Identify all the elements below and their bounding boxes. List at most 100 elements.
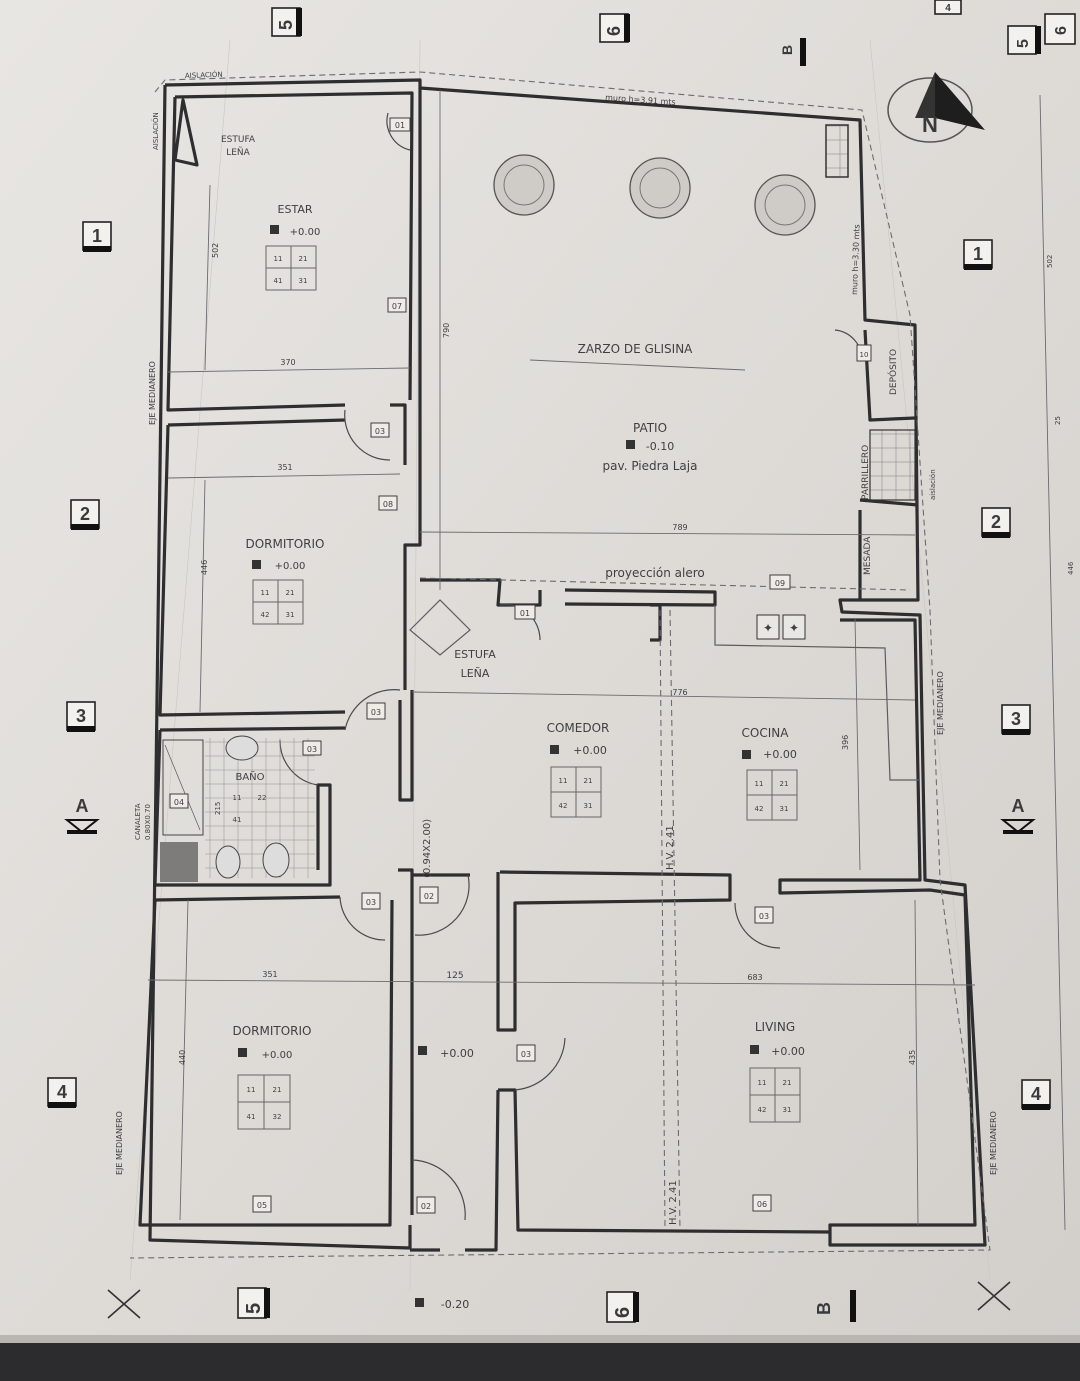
svg-text:41: 41 xyxy=(233,816,242,824)
room-dorm2-level: +0.00 xyxy=(262,1050,293,1061)
svg-text:6: 6 xyxy=(1053,26,1070,35)
svg-text:21: 21 xyxy=(286,589,295,597)
zarzo-label: ZARZO DE GLISINA xyxy=(578,342,694,356)
svg-text:4: 4 xyxy=(1031,1084,1041,1104)
svg-text:5: 5 xyxy=(1015,39,1032,48)
room-comedor-name: COMEDOR xyxy=(547,721,610,735)
svg-text:03: 03 xyxy=(375,427,385,436)
svg-text:11: 11 xyxy=(755,780,764,788)
deposito-label: DEPÓSITO xyxy=(887,349,899,395)
svg-text:11: 11 xyxy=(559,777,568,785)
svg-text:4: 4 xyxy=(57,1082,67,1102)
hv1-label: H.V. 2.41 xyxy=(665,825,676,870)
estufa-top-line1: ESTUFA xyxy=(221,135,256,145)
svg-text:A: A xyxy=(1012,796,1025,816)
room-dorm2-name: DORMITORIO xyxy=(232,1024,311,1038)
room-living-level: +0.00 xyxy=(771,1045,805,1058)
north-compass: N xyxy=(887,72,985,143)
walls xyxy=(138,78,987,1252)
svg-text:B: B xyxy=(814,1302,834,1315)
bottom-shadow xyxy=(0,1340,1080,1381)
svg-text:31: 31 xyxy=(584,802,593,810)
level-icon xyxy=(750,1045,759,1054)
svg-text:07: 07 xyxy=(392,302,402,311)
estufa-top-line2: LEÑA xyxy=(226,147,250,158)
svg-text:3: 3 xyxy=(1011,709,1021,729)
canaleta-label: CANALETA xyxy=(134,803,142,840)
svg-text:11: 11 xyxy=(233,794,242,802)
svg-text:215: 215 xyxy=(214,802,222,815)
svg-text:502: 502 xyxy=(211,243,220,258)
aislacion-right: aislación xyxy=(929,469,937,500)
svg-text:42: 42 xyxy=(559,802,568,810)
svg-text:42: 42 xyxy=(261,611,270,619)
svg-text:09: 09 xyxy=(775,579,785,588)
estufa-mid-line2: LEÑA xyxy=(461,667,490,680)
room-estar-name: ESTAR xyxy=(278,203,313,216)
svg-text:5: 5 xyxy=(243,1303,265,1314)
svg-text:08: 08 xyxy=(383,500,393,509)
svg-text:25: 25 xyxy=(1054,416,1062,425)
svg-text:21: 21 xyxy=(584,777,593,785)
comedor-tile-table: 11 21 42 31 xyxy=(550,766,602,818)
estar-tile-table: 11 21 41 31 xyxy=(265,245,317,291)
svg-text:31: 31 xyxy=(286,611,295,619)
svg-text:31: 31 xyxy=(299,277,308,285)
aislacion-top: AISLACIÓN xyxy=(185,70,223,80)
svg-text:683: 683 xyxy=(747,973,762,982)
svg-text:776: 776 xyxy=(672,688,687,697)
living-tile-table: 11 21 42 31 xyxy=(749,1067,801,1123)
svg-text:03: 03 xyxy=(366,898,376,907)
svg-text:502: 502 xyxy=(1046,255,1054,268)
kitchen-counter: ✦ ✦ xyxy=(714,605,920,781)
svg-text:06: 06 xyxy=(757,1200,767,1209)
svg-text:22: 22 xyxy=(258,794,267,802)
entrada-level: -0.20 xyxy=(441,1298,469,1311)
level-icon xyxy=(238,1048,247,1057)
svg-text:03: 03 xyxy=(307,745,317,754)
grill-block xyxy=(869,429,916,501)
svg-text:790: 790 xyxy=(442,323,451,338)
proyeccion-label: proyección alero xyxy=(605,566,705,580)
cocina-tile-table: 11 21 42 31 xyxy=(746,769,798,821)
svg-text:6: 6 xyxy=(612,1307,634,1318)
eje-left-top: EJE MEDIANERO xyxy=(148,361,157,425)
estufa-mid-line1: ESTUFA xyxy=(454,648,496,661)
svg-text:03: 03 xyxy=(759,912,769,921)
svg-text:5: 5 xyxy=(276,20,296,30)
svg-text:2: 2 xyxy=(80,504,90,524)
room-patio-name: PATIO xyxy=(633,421,667,435)
svg-text:4: 4 xyxy=(945,3,951,14)
bathroom-fixtures xyxy=(160,735,315,882)
dorm1-tile-table: 11 21 42 31 xyxy=(252,579,304,625)
svg-text:1: 1 xyxy=(973,244,983,264)
svg-text:440: 440 xyxy=(178,1050,187,1065)
insulation-line xyxy=(129,71,991,1259)
svg-text:42: 42 xyxy=(755,805,764,813)
svg-text:446: 446 xyxy=(1067,561,1075,575)
room-bano-name: BAÑO xyxy=(235,770,264,783)
svg-text:11: 11 xyxy=(758,1079,767,1087)
svg-text:11: 11 xyxy=(261,589,270,597)
level-icon xyxy=(418,1046,427,1055)
svg-text:21: 21 xyxy=(783,1079,792,1087)
level-icon xyxy=(270,225,279,234)
hv2-label: H.V. 2.41 xyxy=(668,1180,679,1225)
level-icon xyxy=(742,750,751,759)
svg-text:6: 6 xyxy=(604,26,624,36)
level-icon xyxy=(550,745,559,754)
svg-text:03: 03 xyxy=(371,708,381,717)
grid-axis-markers: 5 6 B 4 5 6 1 2 3 A 4 1 2 3 A 4 xyxy=(47,0,1076,1323)
room-cocina-name: COCINA xyxy=(742,726,790,740)
svg-text:01: 01 xyxy=(520,609,530,618)
compass-label: N xyxy=(922,112,938,137)
eje-left-bottom: EJE MEDIANERO xyxy=(115,1111,124,1175)
eje-right-bottom: EJE MEDIANERO xyxy=(989,1111,998,1175)
aislacion-left: AISLACIÓN xyxy=(151,112,160,150)
svg-text:21: 21 xyxy=(273,1086,282,1094)
window-090-label: (0.94X2.00) xyxy=(422,819,433,878)
svg-text:789: 789 xyxy=(672,523,687,532)
room-dorm1-level: +0.00 xyxy=(275,561,306,572)
svg-text:✦: ✦ xyxy=(789,621,799,635)
